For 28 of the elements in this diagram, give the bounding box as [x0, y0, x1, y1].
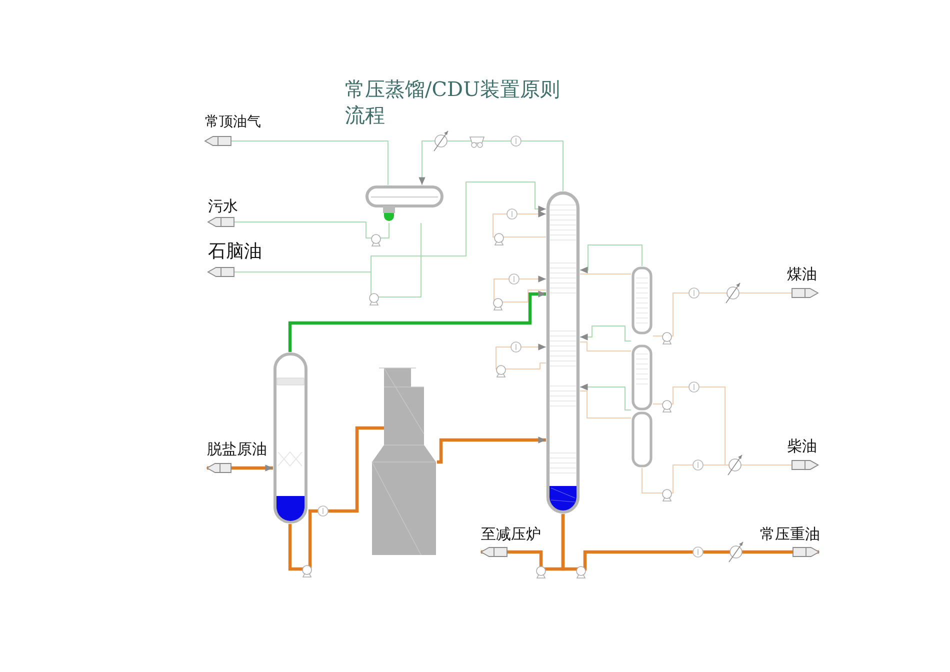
pipe-line [288, 290, 546, 352]
pipe-line [580, 326, 632, 342]
pipe-line [204, 136, 388, 186]
pipe-line [206, 463, 273, 473]
stream-label: 至减压炉 [481, 526, 541, 542]
pipe-line [580, 390, 632, 418]
pipe-line [652, 288, 818, 336]
pipe-line [561, 514, 820, 571]
pipe-line [492, 210, 546, 238]
pipe-line [494, 276, 546, 302]
stream-label: 煤油 [787, 266, 817, 282]
pipe-line [208, 217, 390, 238]
stream-label: 脱盐原油 [207, 441, 267, 458]
stream-label: 常顶油气 [205, 115, 261, 130]
pipe-line [288, 426, 384, 571]
stream-label: 石脑油 [208, 242, 262, 262]
stream-label: 常压重油 [760, 526, 820, 542]
pipe-line [580, 342, 632, 352]
stream-label: 污水 [208, 198, 238, 214]
pipe-line [418, 140, 564, 192]
pipe-line [437, 436, 546, 464]
diagram-title: 常压蒸馏/CDU装置原则流程 [345, 76, 561, 128]
pipe-line [642, 460, 818, 494]
pipe-line [580, 244, 642, 274]
stream-label: 柴油 [787, 438, 817, 454]
pipe-line [496, 344, 546, 370]
pipe-line [580, 384, 632, 410]
pipe-line [370, 182, 546, 298]
